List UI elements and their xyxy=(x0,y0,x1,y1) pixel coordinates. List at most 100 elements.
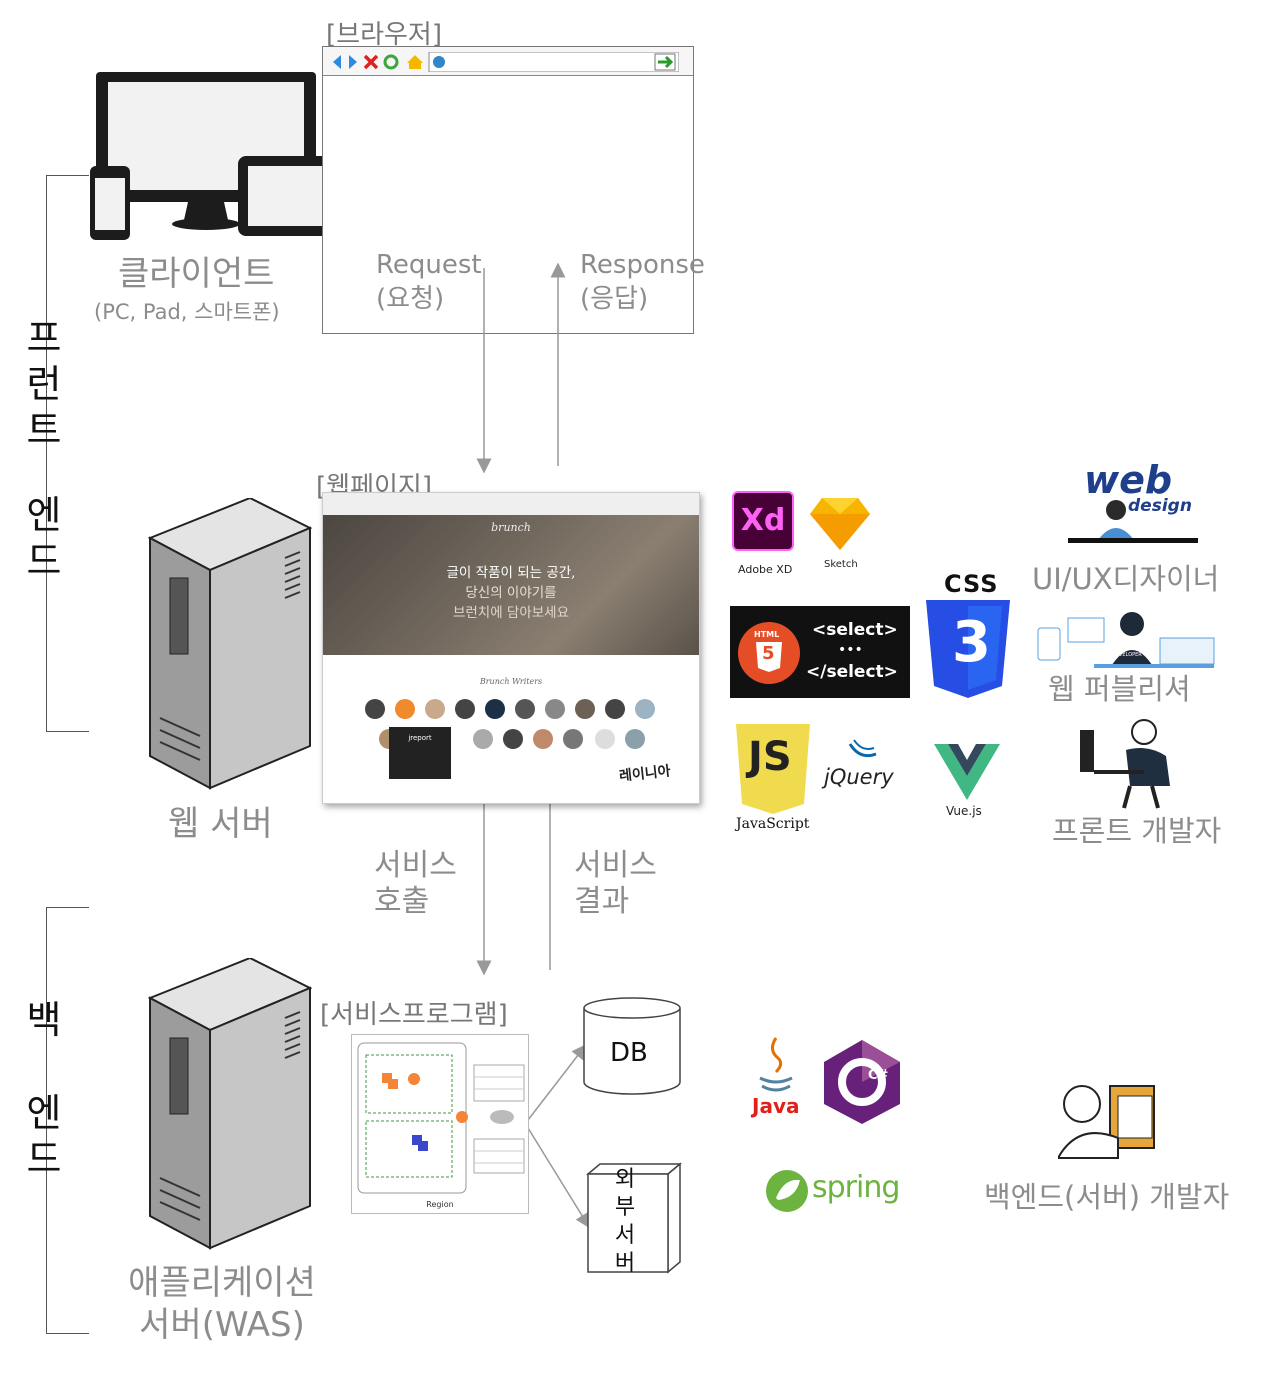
writer-avatar xyxy=(395,699,415,719)
writer-avatar xyxy=(575,699,595,719)
writer-avatar xyxy=(365,699,385,719)
webpage-toolbar xyxy=(323,493,699,516)
spring-leaf-icon xyxy=(766,1170,808,1212)
service-program-diagram: Region xyxy=(351,1034,529,1214)
html-tag-close: </select> xyxy=(806,662,898,682)
writer-avatar xyxy=(455,699,475,719)
browser-toolbar xyxy=(323,47,693,76)
js-logo-text: JS xyxy=(748,734,792,780)
back-icon xyxy=(333,55,341,69)
xd-logo-text: Xd xyxy=(740,503,786,538)
writer-avatar xyxy=(533,729,553,749)
writer-avatar xyxy=(635,699,655,719)
service-result-line2: 결과 xyxy=(574,884,630,919)
jquery-label: jQuery xyxy=(824,765,894,789)
frontend-bracket xyxy=(46,175,89,732)
html5-shield-icon xyxy=(738,622,800,684)
frontend-developer-icon xyxy=(1080,719,1170,809)
spring-label: spring xyxy=(812,1170,900,1205)
web-server-label: 웹 서버 xyxy=(168,804,273,844)
writer-avatar xyxy=(545,699,565,719)
client-label: 클라이언트 xyxy=(118,254,275,294)
webpage-screenshot: brunch 글이 작품이 되는 공간, 당신의 이야기를 브런치에 담아보세요… xyxy=(322,492,700,804)
webpage-hero: brunch 글이 작품이 되는 공간, 당신의 이야기를 브런치에 담아보세요 xyxy=(323,515,699,655)
java-label: Java xyxy=(752,1094,800,1118)
service-call-line1: 서비스 xyxy=(374,848,457,883)
jquery-swirl-icon xyxy=(848,739,877,758)
home-icon xyxy=(407,55,423,69)
was-server-icon xyxy=(147,958,313,1250)
was-label: 애플리케이션 서버(WAS) xyxy=(116,1262,328,1346)
writer-avatar xyxy=(515,699,535,719)
csharp-logo xyxy=(824,1040,900,1124)
was-line1: 애플리케이션 xyxy=(128,1263,316,1303)
web-publisher-label: 웹 퍼블리셔 xyxy=(1048,672,1191,706)
developer-badge: DEVELOPER xyxy=(1112,652,1142,658)
writer-avatar xyxy=(425,699,445,719)
publisher-illustration-icon xyxy=(1037,612,1215,668)
external-arrow xyxy=(527,1127,590,1229)
response-line1: Response xyxy=(580,250,705,280)
sketch-logo xyxy=(810,498,870,550)
service-result-line1: 서비스 xyxy=(574,848,657,883)
css3-number: 3 xyxy=(952,610,991,675)
go-icon xyxy=(658,55,674,69)
webdesign-logo-text: web xyxy=(1084,458,1173,502)
request-label: Request (요청) xyxy=(376,248,482,316)
external-server-label: 외 부 서 버 xyxy=(610,1166,640,1278)
css-label: CSS xyxy=(944,570,999,598)
was-line2: 서버(WAS) xyxy=(139,1305,305,1345)
writer-avatar xyxy=(485,699,505,719)
browser-nav-icons xyxy=(333,52,679,72)
hero-line2: 당신의 이야기를 xyxy=(465,585,557,601)
writer-avatar xyxy=(503,729,523,749)
adobe-xd-label: Adobe XD xyxy=(738,563,793,576)
javascript-logo xyxy=(736,724,810,814)
webdesign-logo-sub: design xyxy=(1128,496,1192,516)
tooltip-title: jreport xyxy=(408,734,432,742)
webpage-writers-heading: Brunch Writers xyxy=(479,677,543,686)
browser-title: [브라우저] xyxy=(326,20,442,50)
vue-logo xyxy=(934,744,1000,800)
region-label: Region xyxy=(426,1200,454,1209)
backend-developer-icon xyxy=(1058,1085,1155,1159)
webpage-brand: brunch xyxy=(491,521,531,534)
response-label: Response (응답) xyxy=(580,248,705,316)
backend-developer-label: 백엔드(서버) 개발자 xyxy=(984,1180,1230,1214)
frontend-developer-label: 프론트 개발자 xyxy=(1052,814,1222,848)
backend-label: 백 xyxy=(26,998,62,1042)
refresh-icon xyxy=(383,54,399,70)
javascript-label: JavaScript xyxy=(736,816,810,832)
external-server-icon xyxy=(586,1162,682,1274)
frontend-label-2: 엔 드 xyxy=(26,493,62,583)
adobe-xd-logo: Xd xyxy=(732,491,794,551)
backend-label-2: 엔 드 xyxy=(26,1091,62,1181)
writer-avatar xyxy=(595,729,615,749)
webdesigner-person-icon xyxy=(1068,500,1198,543)
browser-window xyxy=(322,46,694,334)
writer-avatar xyxy=(563,729,583,749)
html-tag-open: <select> xyxy=(812,620,898,640)
aws-architecture-icon xyxy=(357,1042,525,1194)
service-program-title: [서비스프로그램] xyxy=(320,1000,508,1030)
db-label: DB xyxy=(610,1038,648,1068)
response-line2: (응답) xyxy=(580,284,649,314)
service-call-label: 서비스 호출 xyxy=(374,848,457,920)
service-result-label: 서비스 결과 xyxy=(574,848,657,920)
client-sub-label: (PC, Pad, 스마트폰) xyxy=(94,300,280,324)
frontend-label: 프 런 트 xyxy=(26,316,62,452)
backend-bracket xyxy=(46,907,89,1334)
writer-avatar xyxy=(473,729,493,749)
db-arrow xyxy=(527,1044,587,1121)
external-char: 서 xyxy=(614,1223,636,1248)
stop-icon xyxy=(363,54,379,70)
request-line2: (요청) xyxy=(376,284,445,314)
hero-line3: 브런치에 담아보세요 xyxy=(452,605,570,621)
request-line1: Request xyxy=(376,250,482,280)
db-cylinder-icon xyxy=(583,997,681,1095)
writer-avatar xyxy=(625,729,645,749)
web-server-icon xyxy=(147,498,313,790)
java-cup-icon xyxy=(759,1037,793,1092)
html5-number: 5 xyxy=(762,643,775,664)
